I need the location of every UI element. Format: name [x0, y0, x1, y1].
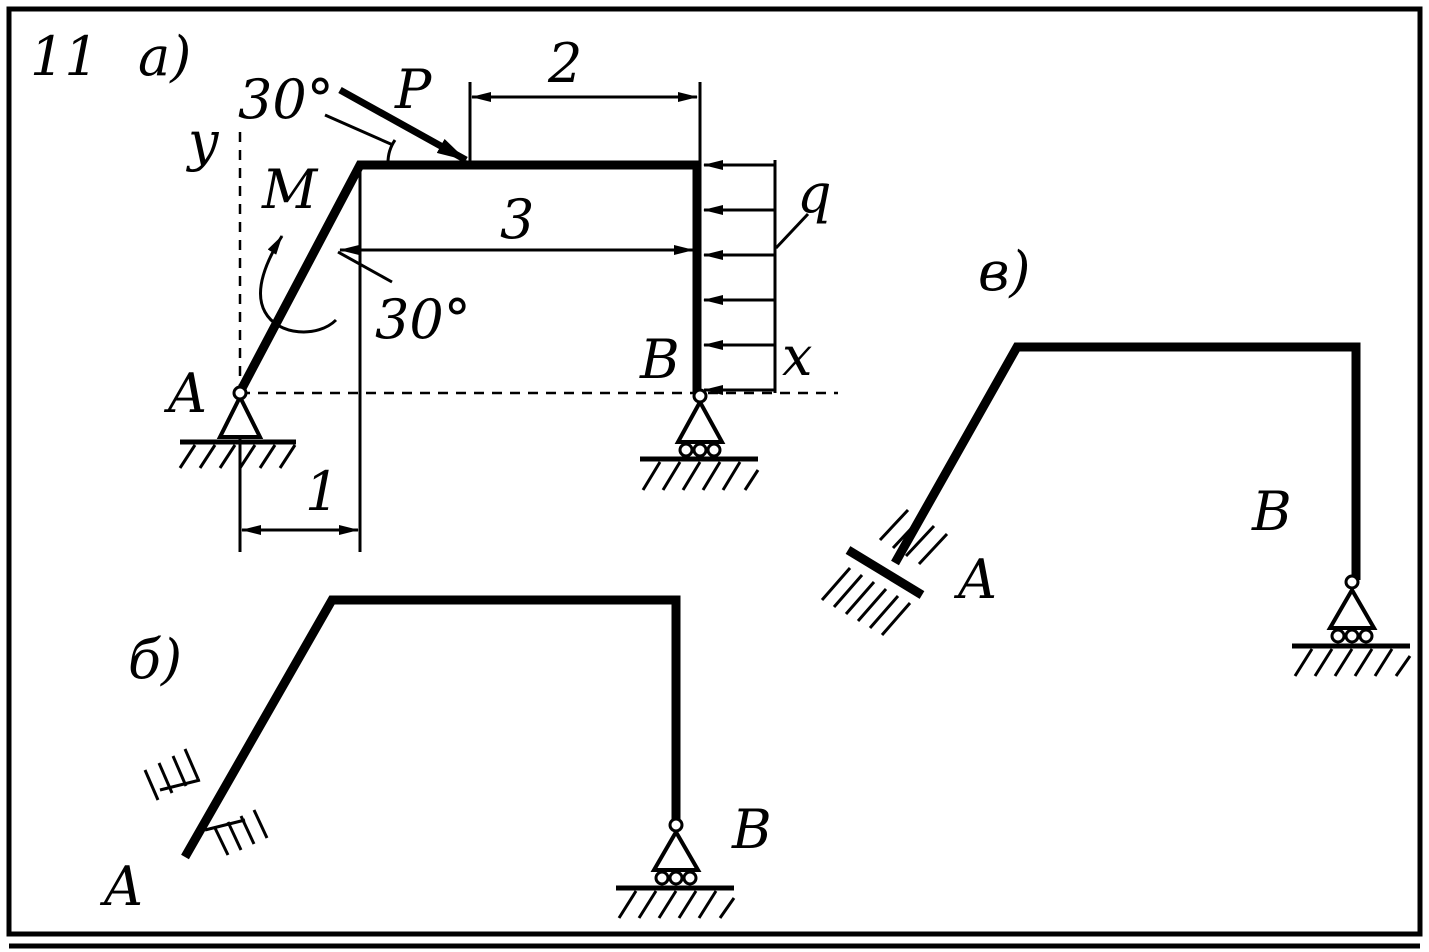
- panel-v: в) A: [820, 240, 1412, 677]
- load-q-arrows: [703, 160, 775, 395]
- panel-a-label: a): [138, 25, 191, 88]
- point-a-label: A: [163, 362, 207, 425]
- axis-y-label: y: [186, 110, 220, 173]
- frame-beam-b: [181, 595, 681, 860]
- support-b-roller: [640, 388, 760, 491]
- member-angle-leader: [337, 250, 393, 284]
- frame-beam-a: [236, 160, 702, 395]
- point-b-label-v: B: [1251, 480, 1292, 543]
- support-b-roller-v: [1292, 574, 1412, 677]
- point-a-label-b: A: [99, 855, 143, 918]
- moment-m-label: M: [261, 158, 319, 221]
- dim-middle-label: 3: [500, 188, 534, 251]
- dim-top-label: 2: [547, 32, 582, 95]
- moment-m-arrow: [258, 235, 338, 334]
- point-a-label-v: A: [953, 548, 997, 611]
- panel-b-label: б): [128, 628, 182, 691]
- support-b-roller-b: [616, 817, 736, 919]
- force-angle-arc: [386, 139, 397, 164]
- point-b-label: B: [639, 328, 680, 391]
- force-p-label: P: [394, 58, 433, 121]
- force-angle-leader: [324, 113, 394, 147]
- dim-bottom-label: 1: [305, 460, 339, 523]
- panel-b: б) A: [99, 595, 772, 919]
- frame-beam-v: [891, 342, 1361, 580]
- panel-a: 11 a) 2 3 1 30° P 30° M y x: [30, 25, 838, 552]
- panel-v-label: в): [978, 240, 1031, 303]
- support-a-clamp: [820, 508, 949, 636]
- force-angle-label: 30°: [238, 68, 334, 131]
- point-b-label-b: B: [731, 798, 772, 861]
- problem-number: 11: [30, 25, 99, 88]
- figure-border: [6, 6, 1423, 937]
- support-a-pin: [178, 385, 297, 469]
- force-p-arrow: [338, 86, 468, 164]
- support-a-slider: [143, 748, 269, 856]
- load-q-leader: [774, 212, 810, 250]
- member-angle-label: 30°: [375, 288, 471, 351]
- axis-x-label: x: [782, 325, 812, 388]
- load-q-label: q: [797, 162, 832, 225]
